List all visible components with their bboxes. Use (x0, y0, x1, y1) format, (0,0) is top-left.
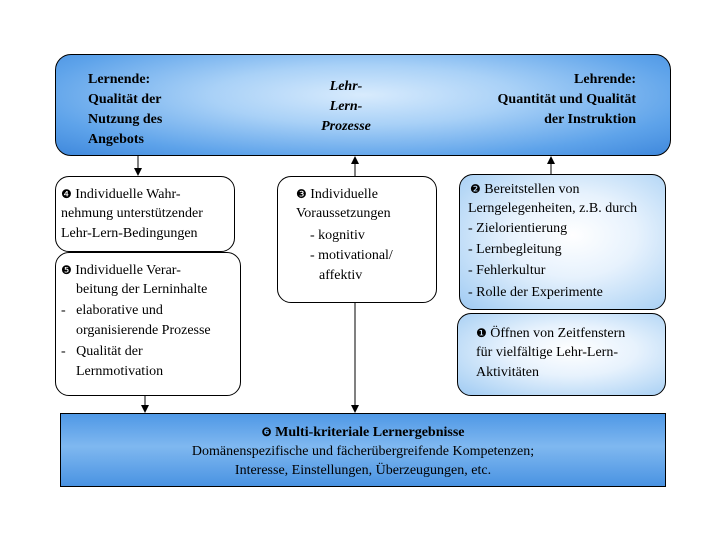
box-opportunities-line: ❷ Bereitstellen von (470, 182, 580, 197)
box-prerequisites-line: ❸ Individuelle (296, 187, 378, 202)
box-perception: ❹ Individuelle Wahr- nehmung unterstütze… (55, 176, 235, 252)
box-prerequisites-line: - motivational/ (310, 248, 393, 263)
teachers-label: Quantität und Qualität (497, 92, 636, 107)
number-6-icon: ❻ (261, 425, 272, 439)
box-perception-line: ❹ Individuelle Wahr- (61, 187, 181, 202)
box-processing-line: organisierende Prozesse (76, 323, 211, 338)
outcomes-box: ❻ Multi-kriteriale Lernergebnisse Domäne… (60, 413, 666, 487)
box-processing-line: - Qualität der (61, 344, 143, 359)
teachers-label: Lehrende: (574, 72, 636, 87)
box-opportunities-line: Lerngelegenheiten, z.B. durch (468, 201, 638, 216)
box-time-windows-line: ❶ Öffnen von Zeitfenstern (476, 326, 626, 341)
process-label: Lern- (329, 99, 363, 114)
teachers-label: der Instruktion (544, 112, 636, 127)
box-prerequisites: ❸ Individuelle Voraussetzungen - kogniti… (277, 176, 437, 303)
box-processing: ❺ Individuelle Verar- beitung der Lernin… (55, 252, 241, 396)
number-5-icon: ❺ (61, 263, 72, 277)
number-1-icon: ❶ (476, 326, 487, 340)
box-opportunities: ❷ Bereitstellen von Lerngelegenheiten, z… (459, 174, 666, 310)
box-time-windows-line: Aktivitäten (476, 365, 539, 380)
box-processing-line: beitung der Lerninhalte (76, 282, 208, 297)
box-opportunities-line: - Zielorientierung (468, 221, 568, 236)
learners-label: Lernende: (88, 72, 151, 87)
box-prerequisites-line: Voraussetzungen (296, 206, 391, 221)
box-processing-line: Lernmotivation (76, 364, 164, 379)
box-prerequisites-line: - kognitiv (310, 228, 365, 243)
outcomes-title: ❻ Multi-kriteriale Lernergebnisse (261, 425, 465, 440)
process-label: Prozesse (321, 119, 371, 134)
box-time-windows-line: für vielfältige Lehr-Lern- (476, 345, 618, 360)
box-time-windows: ❶ Öffnen von Zeitfenstern für vielfältig… (457, 313, 666, 396)
box-prerequisites-line: affektiv (319, 268, 363, 283)
box-perception-line: Lehr-Lern-Bedingungen (61, 226, 198, 241)
number-4-icon: ❹ (61, 187, 72, 201)
top-banner: Lernende: Qualität der Nutzung des Angeb… (55, 54, 671, 156)
box-processing-line: ❺ Individuelle Verar- (61, 263, 181, 278)
number-2-icon: ❷ (470, 182, 481, 196)
outcomes-line: Domänenspezifische und fächerübergreifen… (191, 444, 535, 459)
box-opportunities-line: - Rolle der Experimente (468, 285, 603, 300)
box-perception-line: nehmung unterstützender (61, 206, 203, 221)
box-processing-line: - elaborative und (61, 303, 163, 318)
process-label: Lehr- (329, 79, 363, 94)
learners-label: Angebots (88, 132, 145, 147)
outcomes-line: Interesse, Einstellungen, Überzeugungen,… (234, 463, 492, 478)
learners-label: Qualität der (88, 92, 162, 107)
learners-label: Nutzung des (88, 112, 163, 127)
box-opportunities-line: - Fehlerkultur (468, 263, 546, 278)
box-opportunities-line: - Lernbegleitung (468, 242, 562, 257)
number-3-icon: ❸ (296, 187, 307, 201)
